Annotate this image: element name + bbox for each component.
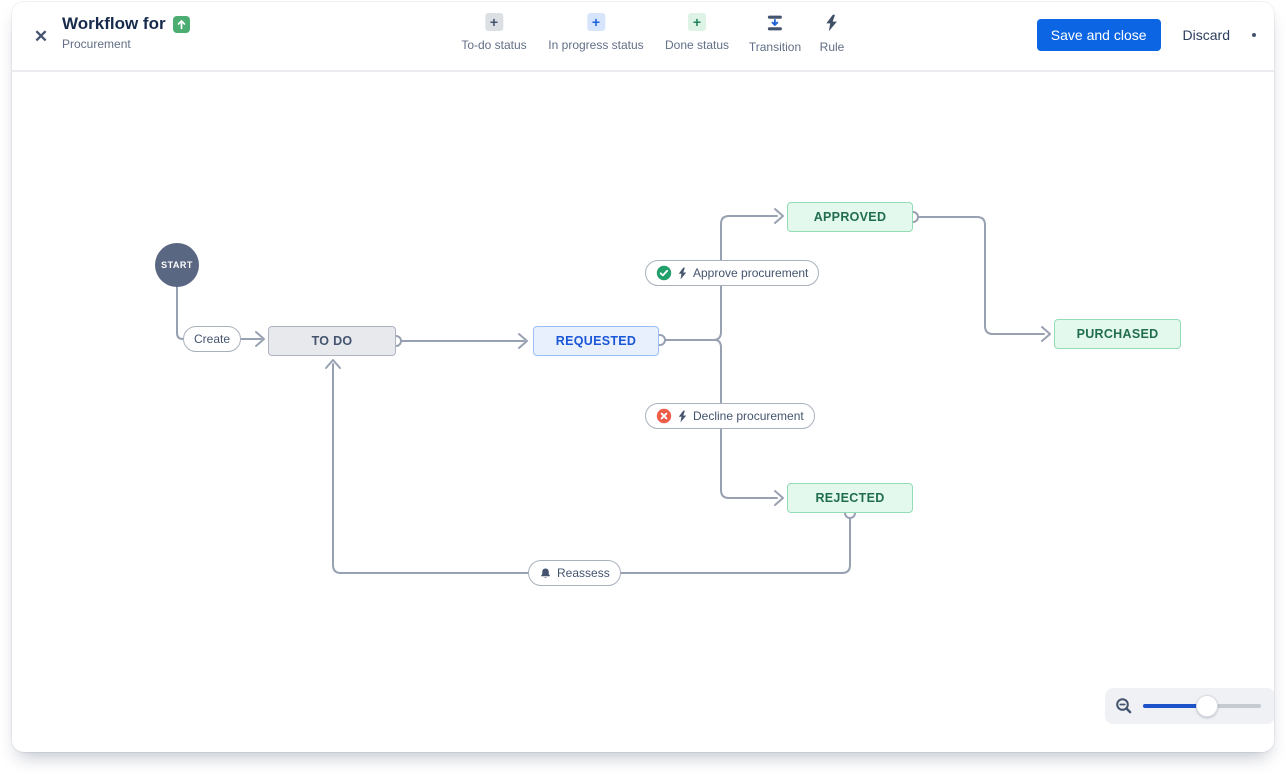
transition-label: Reassess	[557, 566, 610, 580]
close-icon: ✕	[33, 27, 49, 46]
node-to-do[interactable]: TO DO	[268, 326, 396, 356]
edge-decline[interactable]	[714, 339, 778, 499]
toolbar-item-label: Rule	[819, 40, 845, 54]
node-approved[interactable]: APPROVED	[787, 202, 913, 232]
workflow-editor-window: ✕ Workflow for Procurement + To-do statu…	[12, 2, 1274, 752]
close-button[interactable]: ✕	[28, 24, 54, 50]
transition-label: Create	[194, 332, 231, 346]
arrowhead-icon	[325, 359, 341, 369]
transition-icon	[765, 13, 785, 33]
arrowhead-icon	[255, 331, 265, 347]
transition-create[interactable]: Create	[183, 326, 242, 352]
header-actions: Save and close Discard	[1036, 19, 1256, 51]
save-and-close-button[interactable]: Save and close	[1036, 19, 1161, 51]
add-todo-status-button[interactable]: + To-do status	[461, 13, 527, 52]
node-rejected[interactable]: REJECTED	[787, 483, 913, 513]
toolbar-item-label: Transition	[748, 40, 802, 54]
check-circle-icon	[656, 265, 672, 281]
lightning-icon	[677, 410, 688, 423]
add-rule-button[interactable]: Rule	[819, 13, 845, 54]
transition-label: Decline procurement	[693, 409, 804, 423]
node-requested[interactable]: REQUESTED	[533, 326, 659, 356]
zoom-slider-thumb[interactable]	[1195, 695, 1218, 717]
edge-create[interactable]	[176, 286, 184, 340]
issue-type-arrow-up-icon	[172, 15, 190, 33]
workflow-subtitle: Procurement	[62, 37, 131, 51]
edge-purchase[interactable]	[912, 216, 1045, 335]
add-transition-button[interactable]: Transition	[749, 13, 801, 54]
connector-layer	[176, 208, 1051, 574]
node-start[interactable]: START	[155, 243, 199, 287]
arrowhead-icon	[774, 208, 784, 224]
arrowhead-icon	[1041, 326, 1051, 342]
lightning-icon	[822, 13, 842, 33]
edge-reassess[interactable]	[332, 363, 851, 574]
toolbar-item-label: To-do status	[461, 38, 527, 52]
zoom-slider-fill	[1143, 704, 1207, 708]
lightning-icon	[677, 267, 688, 280]
add-in-progress-status-button[interactable]: + In progress status	[548, 13, 644, 52]
transition-reassess[interactable]: Reassess	[528, 560, 621, 586]
plus-green-icon: +	[687, 13, 706, 31]
bell-icon	[539, 567, 552, 580]
toolbar-item-label: Done status	[664, 38, 730, 52]
more-options-dot-icon[interactable]	[1252, 33, 1256, 37]
discard-button[interactable]: Discard	[1179, 27, 1234, 43]
add-done-status-button[interactable]: + Done status	[665, 13, 729, 52]
arrowhead-icon	[774, 490, 784, 506]
toolbar-item-label: In progress status	[548, 38, 644, 52]
node-purchased[interactable]: PURCHASED	[1054, 319, 1181, 349]
plus-blue-icon: +	[586, 13, 605, 31]
zoom-out-icon[interactable]	[1115, 697, 1133, 715]
zoom-control	[1105, 688, 1274, 724]
workflow-canvas[interactable]: START TO DO REQUESTED APPROVED PURCHASED…	[12, 72, 1274, 750]
arrowhead-icon	[518, 333, 528, 349]
zoom-slider[interactable]	[1143, 695, 1261, 717]
x-circle-icon	[656, 408, 672, 424]
page-title: Workflow for	[62, 14, 166, 33]
transition-label: Approve procurement	[693, 266, 809, 280]
plus-gray-icon: +	[485, 13, 503, 31]
title-block: Workflow for Procurement	[62, 14, 190, 51]
transition-decline-procurement[interactable]: Decline procurement	[645, 403, 815, 429]
transition-approve-procurement[interactable]: Approve procurement	[645, 260, 820, 286]
editor-header: ✕ Workflow for Procurement + To-do statu…	[12, 2, 1274, 72]
